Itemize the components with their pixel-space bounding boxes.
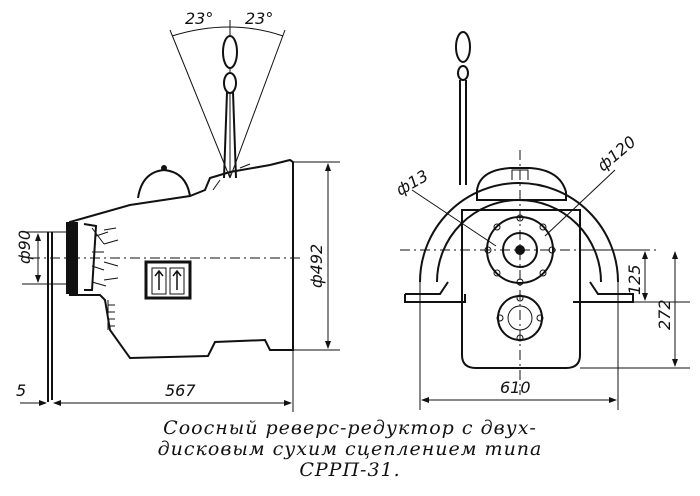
diam-90-label: ф90 (15, 230, 34, 264)
height-125-label: 125 (625, 264, 644, 295)
right-mount (573, 281, 634, 303)
top-cover (476, 167, 567, 201)
diam-120-leader (544, 169, 616, 237)
caption-line-3: СРРП-31. (299, 459, 401, 481)
dim-length-567 (20, 350, 294, 412)
dim-width-610 (419, 282, 619, 410)
caption-line-1: Соосный реверс-редуктор с двух- (163, 417, 537, 439)
gearbox-housing (69, 158, 294, 360)
dome-cap (137, 168, 191, 199)
gearbox-body (461, 209, 581, 369)
angle-left-label: 23° (185, 9, 213, 28)
side-view: 23° 23° (15, 9, 340, 412)
figure-caption: Соосный реверс-редуктор с двух- дисковым… (0, 418, 700, 481)
dim-diameter-90 (22, 231, 66, 285)
technical-drawing: 23° 23° (15, 9, 690, 412)
cooling-ribs (83, 223, 119, 291)
inspection-window (144, 260, 192, 300)
control-lever (222, 35, 238, 179)
flywheel-housing (419, 182, 619, 283)
front-view: ф13 ф120 125 272 610 (393, 31, 690, 410)
diam-13-leader (411, 189, 497, 247)
lever-swing-sector (169, 20, 286, 179)
scale-marks (107, 300, 115, 330)
front-lever (455, 31, 471, 185)
width-610-label: 610 (500, 378, 531, 397)
diam-492-label: ф492 (307, 244, 326, 288)
dim-diameter-492 (293, 161, 340, 351)
dim-height-272 (580, 251, 690, 369)
angle-right-label: 23° (245, 9, 273, 28)
length-567-label: 567 (165, 381, 196, 400)
caption-line-2: дисковым сухим сцеплением типа (157, 438, 543, 460)
diam-120-label: ф120 (593, 132, 639, 175)
height-272-label: 272 (655, 299, 674, 330)
offset-5-label: 5 (16, 381, 26, 400)
diam-13-label: ф13 (393, 166, 432, 199)
left-mount (404, 281, 466, 303)
dim-height-125 (590, 249, 690, 303)
